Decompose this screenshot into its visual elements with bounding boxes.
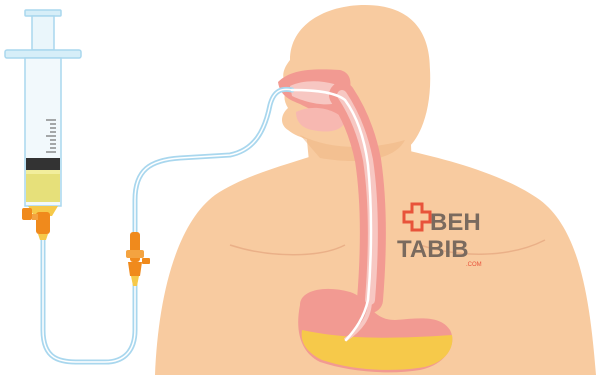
watermark-line2: TABIB	[397, 236, 469, 263]
syringe-icon[interactable]	[5, 10, 81, 240]
watermark-line1: BEH	[430, 209, 481, 236]
stopcock-valve-icon[interactable]	[126, 232, 150, 286]
watermark-suffix: .COM	[466, 262, 482, 268]
